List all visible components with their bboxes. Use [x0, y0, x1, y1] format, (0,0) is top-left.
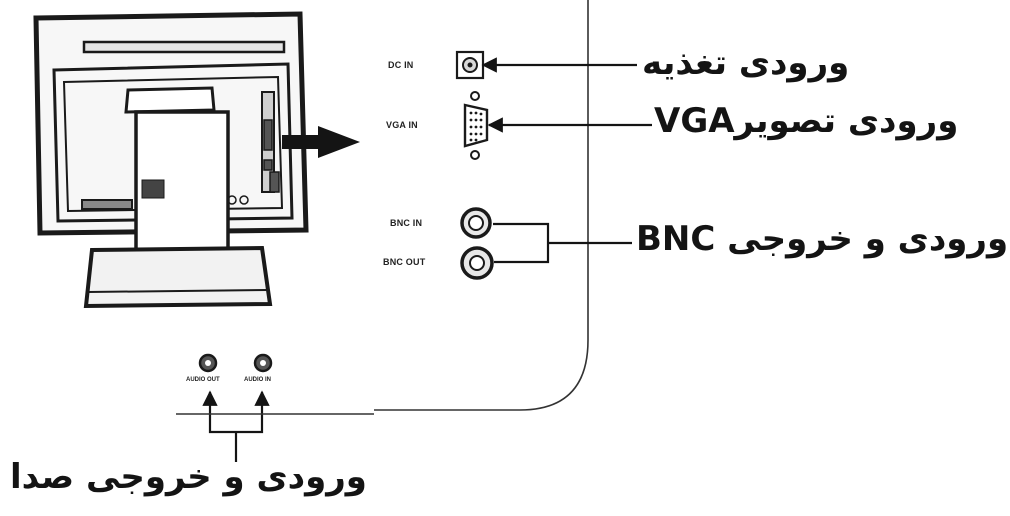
vga-input-callout: ورودی تصویرVGA [654, 101, 959, 141]
audio-io-callout: ورودی و خروجی صدا [10, 457, 367, 497]
bnc-io-callout: ورودی و خروجی BNC [636, 219, 1009, 259]
bnc-out-connector [460, 246, 494, 280]
bnc-in-connector [460, 207, 492, 239]
bnc-in-label: BNC IN [390, 218, 423, 228]
audio-out-jack [198, 353, 218, 373]
dc-in-jack [455, 50, 485, 80]
bnc-out-label: BNC OUT [383, 257, 426, 267]
power-input-callout: ورودی تغذیه [642, 43, 850, 83]
panel-divider-curve [374, 0, 589, 411]
vga-in-label: VGA IN [386, 120, 418, 130]
vga-connector [463, 91, 489, 160]
audio-in-jack [253, 353, 273, 373]
dc-in-label: DC IN [388, 60, 414, 70]
audio-out-label: AUDIO OUT [186, 377, 220, 383]
arrow-to-ports [282, 126, 360, 158]
monitor-rear-view [33, 11, 309, 309]
audio-in-label: AUDIO IN [244, 377, 271, 383]
